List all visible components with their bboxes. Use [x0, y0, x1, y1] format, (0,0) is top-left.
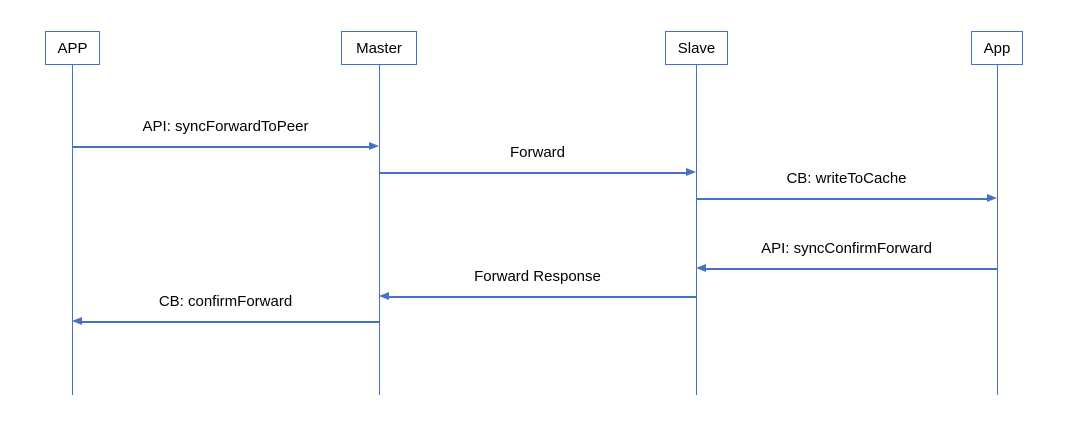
message-line: [388, 296, 696, 298]
message-label: API: syncConfirmForward: [761, 240, 932, 257]
message-label: CB: confirmForward: [158, 293, 293, 310]
actor-box-app-right: App: [971, 31, 1023, 65]
actor-label: App: [983, 39, 1011, 57]
actor-label: APP: [57, 39, 88, 57]
message-line: [705, 268, 997, 270]
message-write-to-cache: CB: writeToCache: [696, 170, 997, 202]
actor-label: Slave: [677, 39, 716, 57]
message-label: Forward Response: [474, 268, 601, 285]
message-forward: Forward: [379, 144, 696, 176]
message-forward-response: Forward Response: [379, 268, 696, 300]
message-line: [81, 321, 379, 323]
message-line: [72, 146, 370, 148]
arrowhead-left-icon: [72, 317, 82, 325]
message-confirm-forward: CB: confirmForward: [72, 293, 379, 325]
actor-label: Master: [356, 39, 402, 57]
lifeline-app-right: [996, 65, 998, 395]
arrowhead-right-icon: [369, 142, 379, 150]
lifeline-app-left: [71, 65, 73, 395]
message-label: CB: writeToCache: [786, 170, 907, 187]
arrowhead-right-icon: [987, 194, 997, 202]
arrowhead-right-icon: [686, 168, 696, 176]
message-line: [379, 172, 687, 174]
arrowhead-left-icon: [696, 264, 706, 272]
lifeline-slave: [695, 65, 698, 395]
message-label: API: syncForwardToPeer: [142, 118, 309, 135]
message-label: Forward: [509, 144, 565, 161]
message-line: [696, 198, 988, 200]
message-sync-confirm-forward: API: syncConfirmForward: [696, 240, 997, 272]
actor-box-app-left: APP: [45, 31, 100, 65]
lifeline-master: [378, 65, 380, 395]
message-sync-forward-to-peer: API: syncForwardToPeer: [72, 118, 379, 150]
actor-box-slave: Slave: [665, 31, 728, 65]
arrowhead-left-icon: [379, 292, 389, 300]
actor-box-master: Master: [341, 31, 417, 65]
